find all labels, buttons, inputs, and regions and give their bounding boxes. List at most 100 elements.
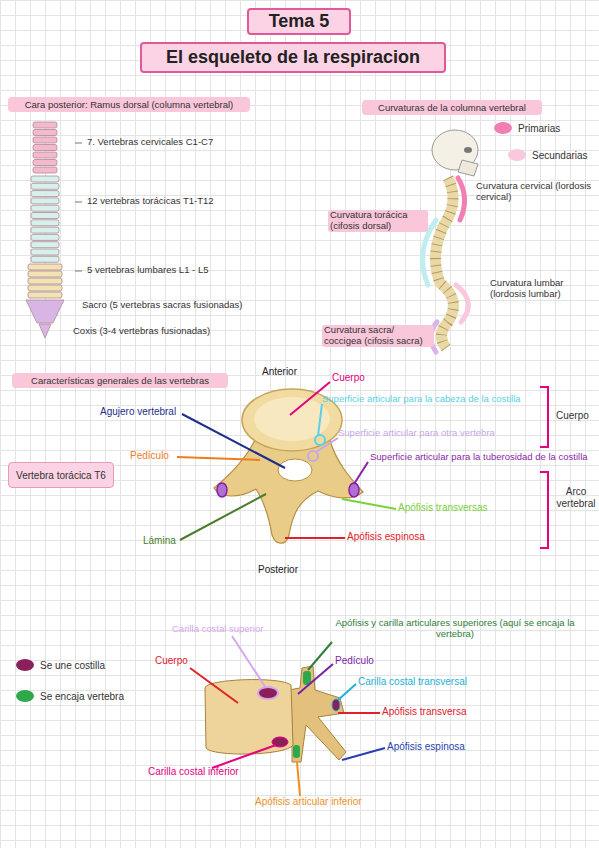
spine-segments [436, 178, 454, 348]
leader-line [297, 762, 300, 796]
sacrum [26, 300, 64, 323]
part-label: Apófisis articular inferior [255, 796, 405, 808]
leader-line [285, 537, 345, 539]
part-label: Curvatura lumbar (lordosis lumbar) [490, 278, 596, 300]
coccyx [39, 324, 51, 338]
part-label: Pedículo [335, 655, 395, 667]
section-band: Características generales de las vertebr… [12, 373, 228, 388]
spine-column [436, 178, 454, 348]
legend-swatch [508, 149, 526, 161]
legend-item: Se encaja vertebra [16, 690, 124, 702]
part-label: Curvatura cervical (lordosis cervical) [476, 181, 598, 203]
vertebra [33, 145, 57, 151]
part-label: Arco vertebral [553, 486, 599, 509]
label-box: Vertebra torácica T6 [8, 462, 114, 488]
leader-line [354, 462, 368, 484]
part-label: Pedículo [130, 450, 190, 462]
section-band: Curvaturas de la columna vertebral [362, 100, 542, 115]
tick [75, 271, 82, 272]
part-label: Apófisis transversas [398, 502, 518, 514]
vertebra [28, 292, 62, 298]
vertebra [31, 256, 59, 262]
section-band: Cara posterior: Ramus dorsal (columna ve… [8, 97, 250, 112]
vertebra [28, 264, 62, 270]
part-label: Curvatura sacra/ coccigea (cifosis sacra… [322, 325, 434, 347]
legend-text: Se une costilla [40, 660, 105, 671]
part-label: Superficie articular para la tuberosidad… [370, 452, 590, 463]
leader-line [316, 438, 338, 452]
part-label: Coxis (3-4 vertebras fusionadas) [73, 326, 293, 337]
vertebra [33, 122, 57, 128]
node-text: Curvaturas de la columna vertebral [378, 102, 526, 113]
bracket [540, 472, 548, 548]
leader-line [180, 494, 266, 540]
articular-facet [293, 745, 300, 758]
tick [75, 143, 82, 144]
leader-line [308, 642, 332, 670]
vertebra [31, 234, 59, 240]
part-label: Carilla costal inferior [148, 766, 278, 778]
spine-lateral [423, 130, 478, 352]
vertebra [31, 249, 59, 255]
legend-item: Secundarias [508, 149, 588, 161]
part-label: Lámina [143, 535, 193, 547]
part-label: 12 vertebras torácicas T1-T12 [87, 196, 287, 207]
leader-line [177, 457, 260, 460]
legend-swatch [16, 690, 34, 702]
tick [75, 202, 82, 203]
vertebra-lateral-view [205, 666, 346, 762]
legend-text: Secundarias [532, 150, 588, 161]
costal-facet [258, 687, 278, 699]
part-label: Agujero vertebral [100, 406, 190, 418]
part-label: Carilla costal superior [172, 624, 312, 635]
leader-line [190, 668, 238, 703]
node-text: Vertebra torácica T6 [16, 470, 106, 481]
vertebra [31, 176, 59, 182]
vertebra [31, 183, 59, 189]
leader-line [318, 404, 322, 436]
leader-line [232, 636, 266, 688]
vertebral-foramen [278, 459, 312, 481]
vertebra [31, 227, 59, 233]
vertebral-body [205, 680, 293, 755]
vertebra [31, 205, 59, 211]
part-label: Apófisis transversa [382, 706, 502, 718]
eye-socket [464, 147, 472, 153]
leader-line [338, 684, 356, 700]
vertebra [33, 130, 57, 136]
vertebral-arch [214, 440, 363, 543]
legend-item: Se une costilla [16, 659, 105, 671]
part-label: Apófisis y carilla articulares superiore… [325, 618, 585, 640]
part-label: Anterior [262, 366, 322, 378]
spine-posterior [26, 122, 64, 338]
costal-facet [332, 699, 340, 711]
legend-text: Se encaja vertebra [40, 691, 124, 702]
legend-item: Primarias [494, 122, 560, 134]
leader-line [212, 745, 276, 768]
vertebra [33, 137, 57, 143]
vertebra [33, 167, 57, 173]
part-label: Superficie articular para otra vertebra [338, 428, 538, 439]
vertebra [28, 285, 62, 291]
part-label: 7. Vertebras cervicales C1-C7 [87, 137, 287, 148]
vertebra [28, 278, 62, 284]
part-label: Cuerpo [155, 655, 205, 667]
leaders-top [177, 382, 548, 548]
vertebra [31, 198, 59, 204]
leader-line [342, 499, 396, 509]
vertebra [31, 213, 59, 219]
bracket [540, 387, 548, 447]
rib-head-facet [315, 435, 325, 445]
part-label: Superficie articular para la cabeza de l… [322, 394, 554, 405]
tubercle-facet [217, 483, 227, 497]
part-label: Cuerpo [556, 410, 599, 422]
part-label: Sacro (5 vertebras sacras fusionadas) [82, 300, 302, 311]
part-label: Cuerpo [332, 372, 392, 384]
subtitle: El esqueleto de la respiracion [140, 42, 446, 73]
spine-ticks [75, 143, 82, 271]
leader-line [338, 712, 380, 714]
leader-line [342, 748, 385, 760]
node-text: Cara posterior: Ramus dorsal (columna ve… [25, 99, 234, 110]
